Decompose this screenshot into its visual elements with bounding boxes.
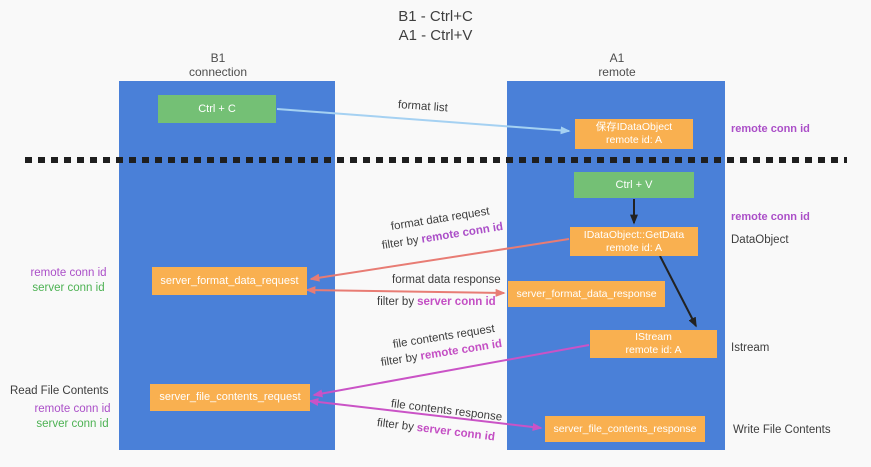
node-store-idataobject-line1: 保存IDataObject [595,121,673,133]
node-ctrl-v: Ctrl + V [574,172,694,198]
label-file-contents-response-filter-highlight: server conn id [416,421,496,444]
node-istream-line2: remote id: A [625,344,682,356]
node-server-file-contents-response-label: server_file_contents_response [553,422,697,435]
annotation-read-file-contents: Read File Contents [10,385,109,397]
annotation-file-server-conn-id: server conn id [36,418,109,430]
annotation-file-conn-ids: remote conn id server conn id [26,402,119,432]
label-format-data-response-filter-prefix: filter by [377,296,415,308]
label-file-contents-request-filter-prefix: filter by [380,351,419,369]
lifeline-right-role: remote [598,65,636,79]
lifeline-left-header: B1 connection [158,51,278,79]
annotation-format-remote-conn-id: remote conn id [30,267,107,279]
diagram-title: B1 - Ctrl+C A1 - Ctrl+V [0,7,871,45]
node-server-format-data-response-label: server_format_data_response [516,287,657,300]
node-istream: IStream remote id: A [590,330,717,358]
node-istream-line1: IStream [635,331,672,343]
annotation-remote-conn-id-top: remote conn id [731,123,810,135]
annotation-istream: Istream [731,342,770,354]
label-format-data-request-filter-prefix: filter by [381,234,420,252]
label-format-data-response: format data response [392,274,501,286]
format-data-response-arrow [305,286,506,297]
lifeline-left-role: connection [188,65,248,79]
node-idataobject-getdata-line1: IDataObject::GetData [583,228,685,241]
annotation-dataobject: DataObject [731,234,789,246]
label-format-data-response-filter-highlight: server conn id [417,296,496,308]
node-store-idataobject-line2: remote id: A [605,134,663,146]
phase-separator-dashed-line [25,157,847,163]
label-file-contents-response-filter-prefix: filter by [376,417,415,434]
node-server-format-data-response: server_format_data_response [508,281,665,307]
lifeline-left-name: B1 [210,51,226,65]
annotation-format-conn-ids: remote conn id server conn id [22,266,115,296]
annotation-format-server-conn-id: server conn id [32,282,105,294]
node-server-format-data-request: server_format_data_request [152,267,307,295]
lifeline-right-name: A1 [609,51,625,65]
diagram-title-line1: B1 - Ctrl+C [398,8,473,25]
node-server-file-contents-request: server_file_contents_request [150,384,310,411]
node-server-file-contents-response: server_file_contents_response [545,416,705,442]
node-idataobject-getdata-line2: remote id: A [605,241,663,254]
node-store-idataobject: 保存IDataObject remote id: A [575,119,693,149]
node-server-format-data-request-label: server_format_data_request [160,274,299,287]
node-ctrl-v-label: Ctrl + V [615,178,653,191]
node-ctrl-c: Ctrl + C [158,95,276,123]
node-server-file-contents-request-label: server_file_contents_request [159,391,301,403]
lifeline-right-header: A1 remote [557,51,677,79]
annotation-write-file-contents: Write File Contents [733,424,831,436]
node-idataobject-getdata: IDataObject::GetData remote id: A [570,227,698,256]
annotation-remote-conn-id-mid: remote conn id [731,211,810,223]
node-ctrl-c-label: Ctrl + C [198,102,236,115]
annotation-file-remote-conn-id: remote conn id [34,403,111,415]
label-format-list: format list [397,99,449,115]
diagram-title-line2: A1 - Ctrl+V [398,27,473,44]
